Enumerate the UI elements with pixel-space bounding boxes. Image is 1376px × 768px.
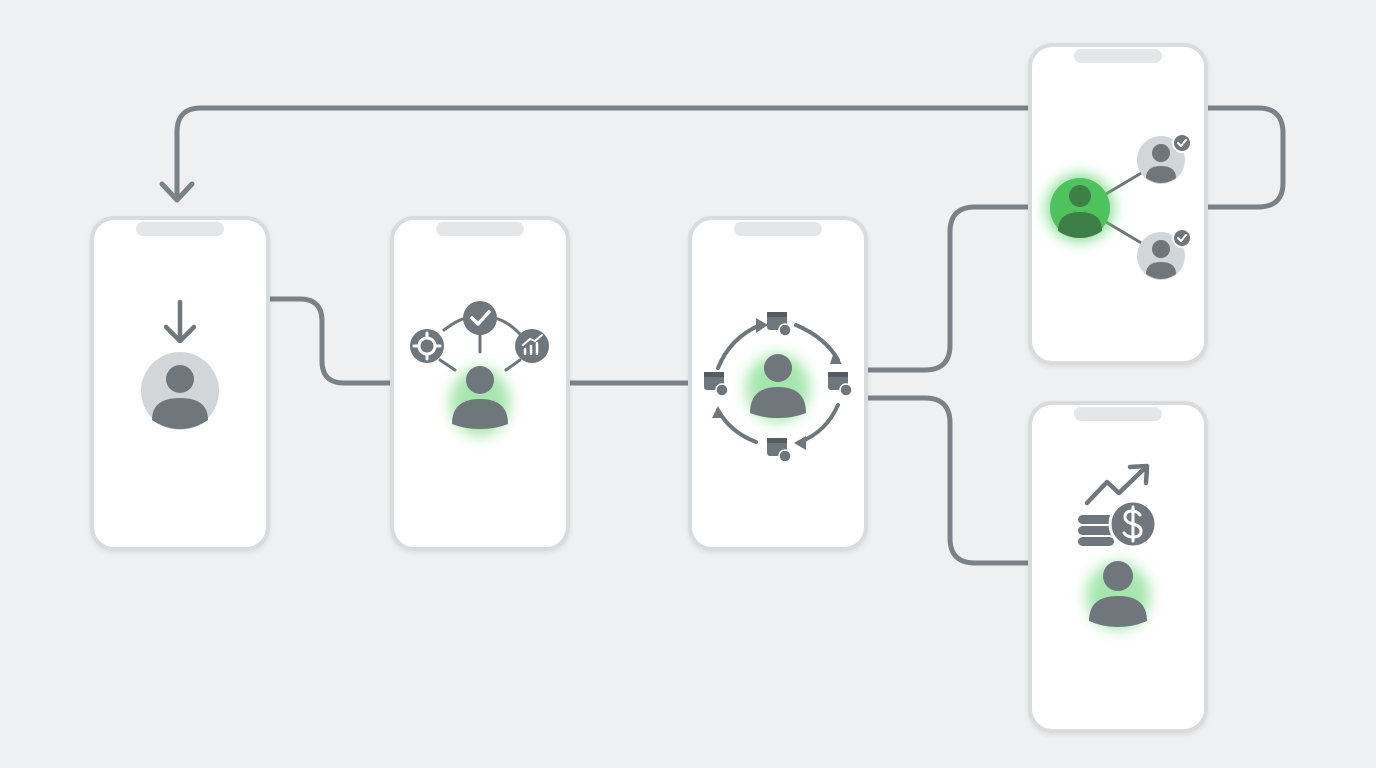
gear-icon [410, 329, 444, 363]
referral-content [1046, 133, 1192, 280]
user-icon [450, 366, 510, 436]
acquisition-content [141, 299, 219, 430]
calendar-icon [704, 372, 729, 397]
connectors [159, 105, 1286, 566]
verified-user-icon [1137, 133, 1192, 184]
user-icon [1046, 174, 1114, 242]
screens [90, 43, 1208, 733]
connector-engagement-revenue [865, 395, 1033, 566]
connector-acquisition-onboarding [267, 296, 395, 386]
trend-up-icon [1084, 463, 1150, 506]
user-icon [141, 352, 219, 430]
cycle-arrowheads [712, 318, 842, 450]
onboarding-content [410, 301, 549, 436]
dollar-icon [1108, 499, 1158, 549]
calendar-icon [767, 312, 792, 337]
user-icon [746, 354, 810, 422]
calendar-icon [767, 438, 792, 463]
connector-return-line [174, 105, 1033, 201]
connector-return-arrowhead [159, 181, 195, 203]
engagement-content [704, 312, 853, 463]
screen-referral[interactable] [1028, 43, 1208, 365]
chart-icon [515, 329, 549, 363]
revenue-content [1078, 463, 1158, 630]
download-arrow-icon [163, 299, 197, 344]
user-icon [1086, 561, 1150, 630]
checkmark-icon [463, 301, 497, 335]
connector-referral-acquisition [1203, 105, 1286, 210]
coins-icon [1078, 515, 1114, 546]
calendar-icon [828, 372, 853, 397]
connector-engagement-referral [865, 204, 1033, 373]
verified-user-icon [1137, 228, 1192, 280]
